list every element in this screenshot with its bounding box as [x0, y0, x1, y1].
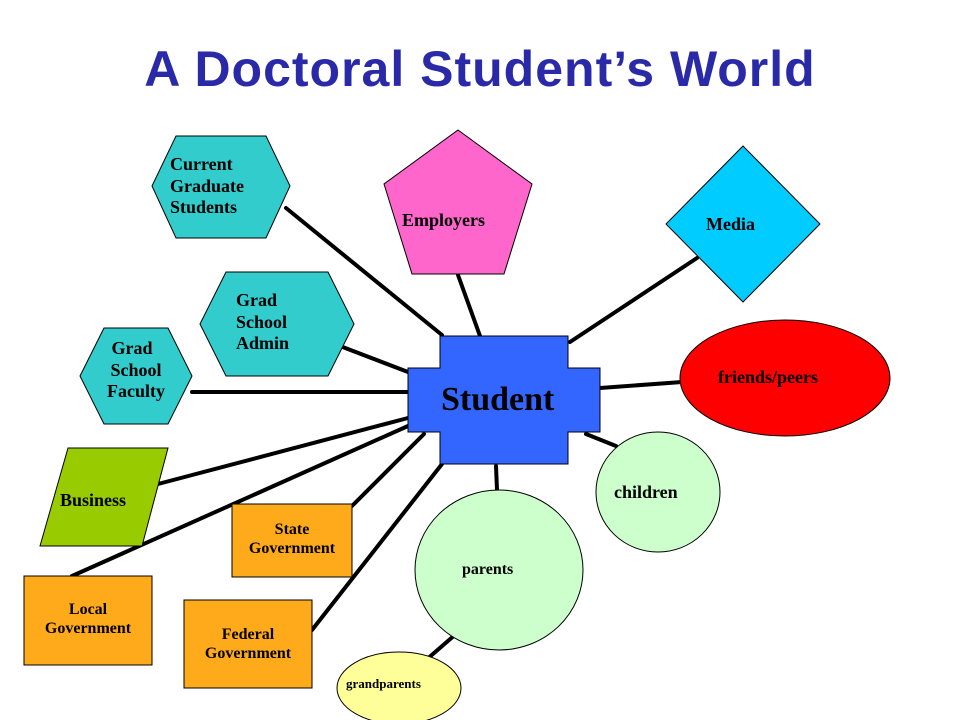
label-line: Employers — [402, 210, 485, 230]
connector-employers — [456, 273, 482, 338]
connector-grad-school-admin — [338, 344, 410, 374]
label-line: Local — [68, 601, 108, 618]
label-line: Government — [248, 540, 336, 558]
parallelogram-business — [39, 447, 169, 547]
connector-state-government — [350, 432, 426, 508]
label-grad-school-faculty: Grad School Faculty — [86, 338, 186, 403]
student-cross — [407, 335, 601, 465]
label-state-government: State Government — [232, 520, 352, 558]
label-line: School — [236, 311, 288, 332]
circle-children — [595, 431, 721, 553]
label-line: friends/peers — [718, 367, 818, 387]
hexagon-grad-school-faculty — [79, 327, 193, 425]
rect-local-government — [23, 575, 153, 666]
ellipse-grandparents — [336, 651, 462, 720]
label-line: Graduate — [170, 175, 244, 196]
label-line: Grad — [111, 338, 153, 358]
label-grandparents: grandparents — [346, 676, 421, 692]
label-line: Federal — [221, 626, 275, 643]
label-business: Business — [60, 490, 126, 512]
connector-federal-government — [310, 462, 444, 632]
rect-federal-government — [183, 599, 313, 689]
connector-media — [568, 256, 699, 344]
label-media: Media — [706, 214, 755, 236]
label-line: Admin — [236, 333, 290, 354]
pentagon-employers — [383, 129, 533, 275]
label-parents: parents — [462, 560, 513, 579]
diagram-title: A Doctoral Student’s World — [144, 41, 816, 97]
connector-current-grad-students — [284, 206, 444, 337]
label-line: children — [614, 482, 678, 502]
connector-parents — [494, 464, 499, 492]
label-line: Government — [204, 645, 292, 663]
label-line: Current — [170, 154, 233, 174]
label-federal-government: Federal Government — [184, 625, 312, 663]
label-line: Government — [44, 620, 132, 638]
label-line: Faculty — [107, 381, 165, 402]
label-line: Media — [706, 214, 755, 234]
connector-local-government — [70, 424, 410, 578]
label-employers: Employers — [402, 210, 485, 232]
label-grad-school-admin: Grad School Admin — [236, 290, 289, 355]
label-line: School — [110, 359, 162, 380]
hexagon-current-grad-students — [151, 135, 291, 239]
label-student: Student — [441, 381, 555, 418]
label-children: children — [614, 482, 678, 504]
label-friends-peers: friends/peers — [718, 367, 818, 389]
label-local-government: Local Government — [24, 600, 152, 638]
circle-parents — [414, 489, 584, 651]
label-current-grad-students: Current Graduate Students — [170, 154, 244, 219]
ellipse-friends-peers — [679, 319, 891, 437]
label-line: Grad — [236, 290, 278, 310]
connector-grandparents — [424, 632, 458, 662]
label-line: Students — [170, 197, 238, 218]
rect-state-government — [231, 503, 353, 578]
diamond-media — [665, 145, 821, 303]
label-line: State — [274, 521, 310, 538]
hexagon-grad-school-admin — [199, 271, 355, 377]
label-line: Business — [60, 490, 127, 510]
connector-friends-peers — [598, 380, 684, 390]
label-line: parents — [462, 561, 514, 578]
connector-children — [584, 432, 618, 448]
connector-business — [156, 416, 410, 486]
label-line: grandparents — [346, 676, 421, 691]
